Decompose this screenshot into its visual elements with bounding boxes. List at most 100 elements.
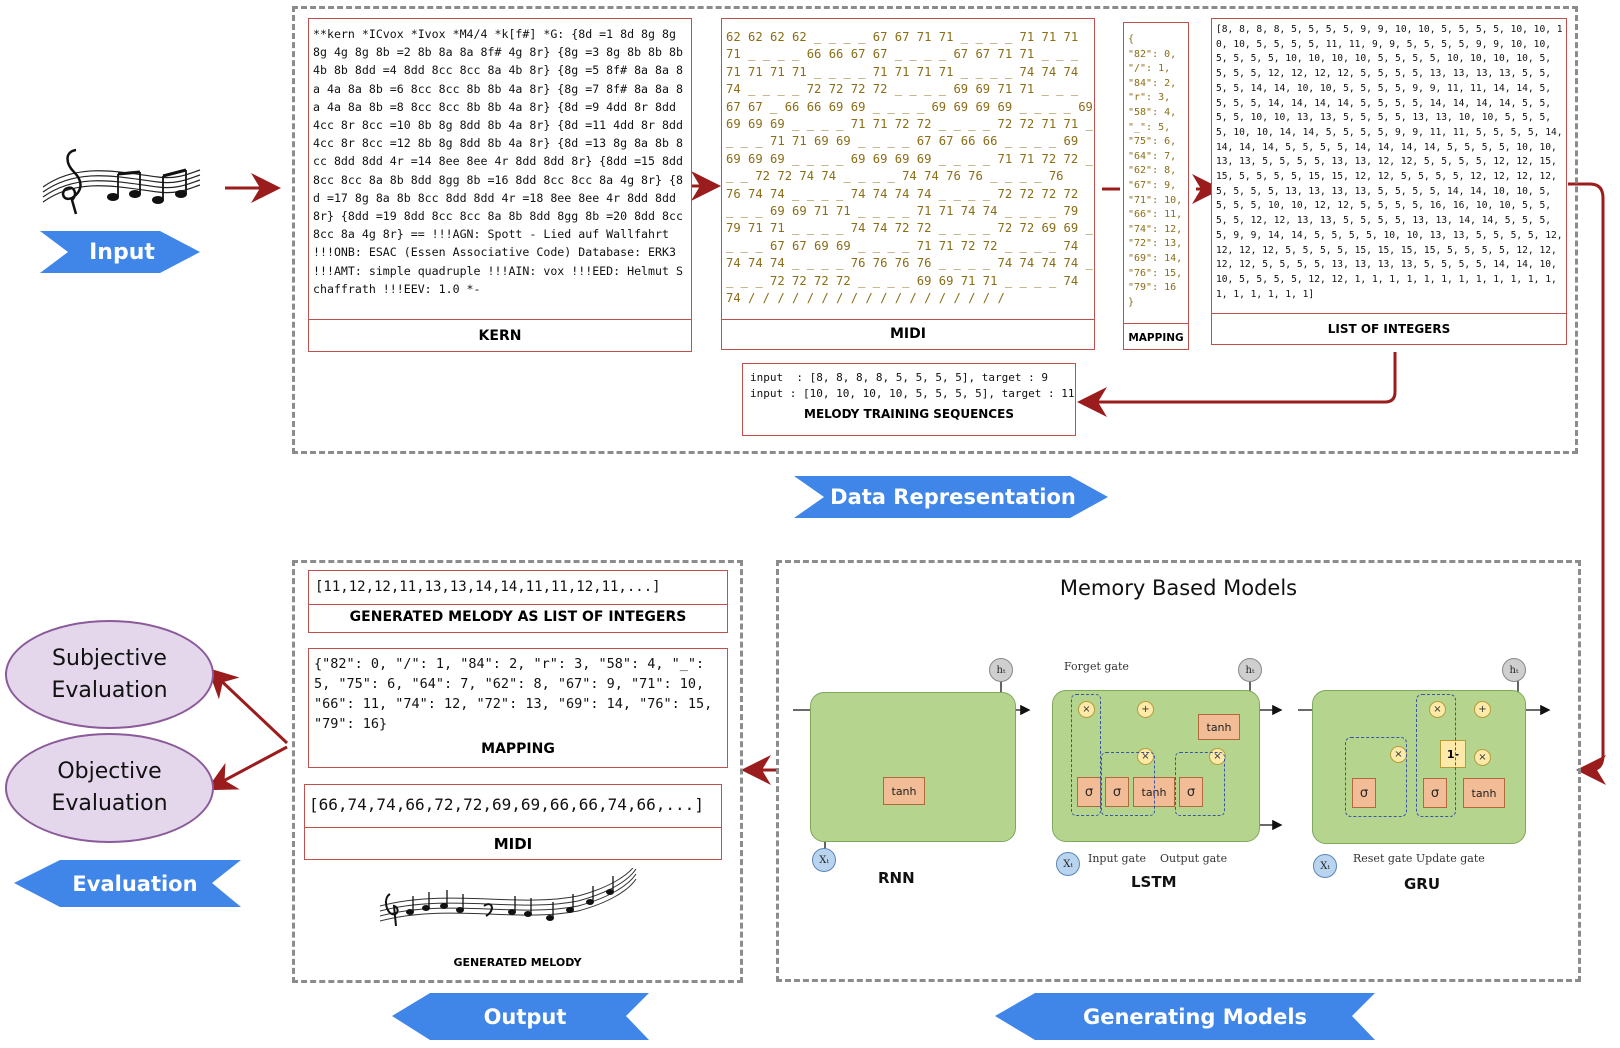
gru-update-multiply: ×	[1429, 701, 1446, 718]
rnn-tanh-block: tanh	[883, 777, 925, 805]
output-label: Output	[483, 1004, 567, 1029]
training-caption: MELODY TRAINING SEQUENCES	[804, 407, 1014, 421]
output-midi-text: [66,74,74,66,72,72,69,69,66,66,74,66,...…	[309, 795, 704, 814]
data-representation-panel	[292, 6, 1578, 454]
output-panel	[292, 560, 743, 983]
integers-box: [8, 8, 8, 8, 5, 5, 5, 5, 9, 9, 10, 10, 5…	[1211, 18, 1567, 345]
output-mapping-box: {"82": 0, "/": 1, "84": 2, "r": 3, "58":…	[308, 648, 728, 768]
output-label-shape	[392, 993, 649, 1040]
mapping-box: { "82": 0, "/": 1, "84": 2, "r": 3, "58": 4, "…	[1123, 22, 1189, 350]
gru-candidate-multiply: ×	[1474, 749, 1491, 766]
output-mapping-caption: MAPPING	[481, 741, 555, 757]
models-title: Memory Based Models	[1059, 576, 1298, 600]
midi-line: 74 _ _ _ _ 72 72 72 72 _ _ _ _ 69 69 71 …	[726, 82, 1079, 97]
evaluation-label: Evaluation	[72, 871, 198, 896]
lstm-forget-multiply: ×	[1078, 701, 1095, 718]
mapping-line: "66": 11,	[1128, 209, 1183, 221]
mapping-line: "76": 15,	[1128, 267, 1183, 279]
gru-add: +	[1474, 701, 1491, 718]
mapping-line: "64": 7,	[1128, 150, 1177, 162]
generating-models-label: Generating Models	[1082, 1004, 1308, 1029]
midi-line: 62 62 62 62 _ _ _ _ 67 67 71 71 _ _ _ _ …	[726, 30, 1079, 44]
generated-melody-caption: GENERATED MELODY	[453, 956, 582, 969]
midi-line: 69 69 69 _ _ _ _ 69 69 69 69 _ _ _ _ 71 …	[726, 151, 1093, 166]
lstm-label: LSTM	[1131, 873, 1177, 891]
lstm-input-sigma: σ	[1105, 777, 1129, 807]
gru-label: GRU	[1404, 875, 1441, 893]
output-midi-divider	[305, 827, 721, 828]
update-gate-highlight	[1416, 694, 1456, 817]
mapping-line: "75": 6,	[1128, 136, 1177, 148]
mapping-line: "_": 5,	[1128, 121, 1171, 133]
generated-ints-caption: GENERATED MELODY AS LIST OF INTEGERS	[349, 609, 687, 625]
mapping-divider	[1124, 323, 1188, 324]
generating-models-label-shape	[995, 993, 1375, 1040]
mapping-line: "58": 4,	[1128, 106, 1177, 118]
mapping-line: "84": 2,	[1128, 77, 1177, 89]
lstm-tanh-output: tanh	[1198, 714, 1240, 740]
mapping-line: "/": 1,	[1128, 63, 1171, 75]
output-midi-box: [66,74,74,66,72,72,69,69,66,66,74,66,...…	[304, 784, 722, 860]
midi-line: 79 71 71 _ _ _ _ 74 74 72 72 _ _ _ _ 72 …	[726, 221, 1093, 236]
midi-line: _ _ 72 72 74 74 _ _ _ _ 74 74 76 76 _ _ …	[726, 169, 1064, 184]
output-gate-highlight	[1175, 752, 1225, 816]
lstm-cell-add: +	[1137, 701, 1154, 718]
mapping-line: "67": 9,	[1128, 179, 1177, 191]
data-representation-label-shape	[794, 476, 1108, 518]
midi-divider	[722, 319, 1094, 320]
generated-ints-text: [11,12,12,11,13,13,14,14,11,11,12,11,...…	[315, 579, 661, 595]
midi-line: 67 67 _ 66 66 69 69 _ _ _ _ 69 69 69 69 …	[726, 99, 1093, 114]
gru-output-node: hₜ	[1502, 658, 1526, 682]
mapping-line: "69": 14,	[1128, 252, 1183, 264]
gru-one-minus-block: 1-	[1440, 740, 1466, 768]
output-midi-caption: MIDI	[493, 835, 533, 853]
input-label-shape	[40, 231, 200, 273]
rnn-label: RNN	[878, 869, 915, 887]
midi-caption: MIDI	[890, 326, 926, 342]
reset-gate-highlight	[1345, 737, 1407, 817]
midi-line: _ _ _ 69 69 71 71 _ _ _ _ 71 71 74 74 _ …	[726, 204, 1079, 219]
gru-tanh-block: tanh	[1463, 778, 1505, 808]
generated-melody-staff-icon	[379, 868, 637, 927]
training-box: input : [8, 8, 8, 8, 5, 5, 5, 5], target…	[742, 363, 1076, 436]
midi-line: 69 69 69 _ _ _ _ 71 71 72 72 _ _ _ _ 72 …	[726, 117, 1093, 132]
training-line-2: input : [10, 10, 10, 10, 5, 5, 5, 5], ta…	[750, 387, 1075, 400]
forget-gate-highlight	[1071, 694, 1101, 816]
input-gate-label: Input gate	[1088, 852, 1147, 865]
midi-lines: 62 62 62 62 _ _ _ _ 67 67 71 71 _ _ _ _ …	[726, 29, 1093, 308]
lstm-input-node: Xₜ	[1056, 852, 1080, 876]
gru-cell	[1312, 690, 1526, 844]
midi-line: 71 _ _ _ _ 66 66 67 67 _ _ _ _ 67 67 71 …	[726, 47, 1079, 62]
mapping-line: "62": 8,	[1128, 165, 1177, 177]
gru-reset-sigma: σ	[1352, 778, 1376, 808]
midi-line: 76 74 74 _ _ _ _ 74 74 74 74 _ _ _ _ 72 …	[726, 186, 1079, 201]
midi-line: _ _ _ 71 71 69 69 _ _ _ _ 67 67 66 66 _ …	[726, 134, 1079, 149]
training-line-1: input : [8, 8, 8, 8, 5, 5, 5, 5], target…	[750, 371, 1049, 384]
generating-models-panel	[776, 560, 1581, 982]
output-mapping-text: {"82": 0, "/": 1, "84": 2, "r": 3, "58":…	[314, 656, 721, 732]
mapping-caption: MAPPING	[1128, 332, 1184, 344]
arrow-output-to-objective	[206, 745, 288, 791]
kern-divider	[309, 319, 691, 320]
midi-line: 74 74 74 _ _ _ _ 76 76 76 76 _ _ _ _ 74 …	[726, 256, 1093, 271]
lstm-output-node: hₜ	[1238, 658, 1262, 682]
forget-gate-label: Forget gate	[1064, 660, 1129, 673]
gru-input-node: Xₜ	[1313, 854, 1337, 878]
integers-divider	[1212, 313, 1566, 314]
input-gate-highlight	[1101, 752, 1155, 816]
objective-evaluation-label: Objective Evaluation	[51, 759, 168, 816]
data-representation-label: Data Representation	[830, 485, 1076, 509]
midi-line: 74 / / / / / / / / / / / / / / / / / /	[726, 291, 1005, 306]
mapping-line: "82": 0,	[1128, 48, 1177, 60]
lstm-output-sigma: σ	[1179, 777, 1203, 807]
input-label: Input	[89, 239, 155, 265]
subjective-evaluation-node: Subjective Evaluation	[5, 620, 214, 729]
mapping-line: {	[1128, 34, 1135, 45]
objective-evaluation-node: Objective Evaluation	[5, 733, 214, 843]
reset-update-gate-label: Reset gate Update gate	[1353, 852, 1485, 865]
mapping-line: "r": 3,	[1128, 92, 1171, 104]
arrow-integers-to-models	[1568, 182, 1606, 785]
mapping-lines: { "82": 0, "/": 1, "84": 2, "r": 3, "58": 4, "…	[1128, 33, 1188, 310]
midi-line: _ _ _ 72 72 72 72 _ _ _ _ 69 69 71 71 _ …	[726, 273, 1079, 288]
generated-ints-divider	[309, 604, 727, 605]
